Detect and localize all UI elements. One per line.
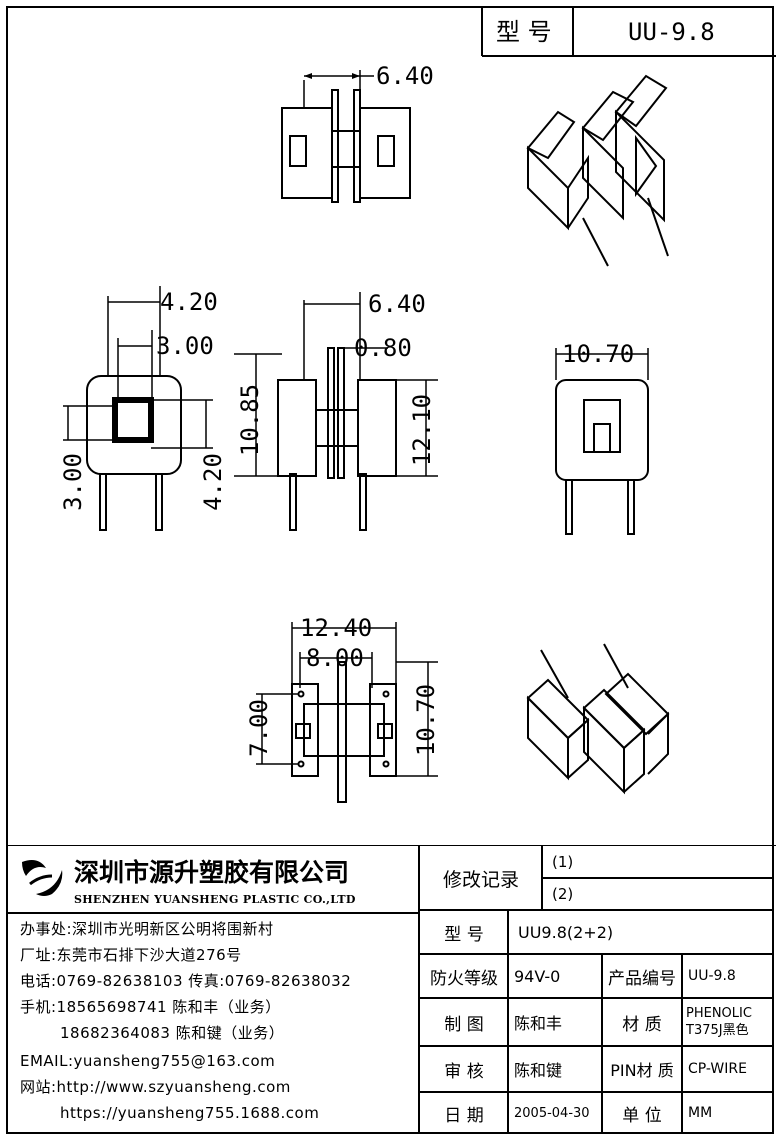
- pin-material-value: CP-WIRE: [688, 1061, 747, 1077]
- title-model-value: UU-9.8: [628, 18, 715, 46]
- model-value: UU9.8(2+2): [518, 922, 614, 942]
- dim-bottom-width-outer: 12.40: [300, 614, 373, 642]
- company-block: 深圳市源升塑胶有限公司 SHENZHEN YUANSHENG PLASTIC C…: [8, 846, 420, 1134]
- review-value: 陈和键: [514, 1061, 563, 1080]
- fire-rating-value: 94V-0: [514, 966, 561, 986]
- dim-side-height-left: 10.85: [236, 383, 265, 457]
- iso-view-bottom: [526, 643, 670, 795]
- title-block-frame: [481, 8, 776, 57]
- product-no-value: UU-9.8: [688, 968, 736, 984]
- material-value: PHENOLIC T375J黑色: [682, 998, 774, 1046]
- company-website: 网站:http://www.szyuansheng.com: [20, 1078, 291, 1096]
- date-value: 2005-04-30: [514, 1105, 590, 1121]
- end-view: [63, 286, 213, 531]
- company-divider: [8, 912, 418, 914]
- date-label: 日 期: [444, 1105, 484, 1126]
- company-website-2: https://yuansheng755.1688.com: [60, 1104, 320, 1122]
- bottom-view: [256, 622, 438, 803]
- dim-bottom-height-left: 7.00: [244, 699, 273, 757]
- model-label: 型 号: [444, 924, 484, 945]
- spec-table-grid: [420, 846, 774, 1134]
- dim-side-width: 6.40: [368, 290, 426, 318]
- dim-left-outer-width: 4.20: [160, 288, 218, 316]
- revision-1: (1): [552, 853, 574, 871]
- dim-left-inner-height: 3.00: [58, 453, 87, 511]
- revision-label: 修改记录: [442, 868, 519, 891]
- dim-left-inner-width: 3.00: [156, 332, 214, 360]
- material-value-line-2: T375J黑色: [686, 1023, 749, 1038]
- dim-left-outer-height: 4.20: [198, 453, 227, 511]
- pin-material-label: PIN材 质: [610, 1061, 674, 1080]
- front-view: [555, 348, 649, 535]
- fire-rating-label: 防火等级: [430, 968, 498, 989]
- iso-view-top: [526, 74, 669, 267]
- dim-bottom-width-inner: 8.00: [306, 644, 364, 672]
- side-view: [234, 292, 438, 531]
- technical-drawing: [8, 8, 776, 846]
- product-no-label: 产品编号: [608, 968, 676, 989]
- title-model-label: 型 号: [496, 18, 552, 46]
- drawing-sheet: 型 号 UU-9.8 6.40 4.20 3.00 3.00 4.20 6.40…: [6, 6, 776, 1134]
- dim-top-width: 6.40: [376, 62, 434, 90]
- dim-side-gap: 0.80: [354, 334, 412, 362]
- unit-value: MM: [688, 1105, 713, 1121]
- material-value-line-1: PHENOLIC: [686, 1006, 752, 1021]
- drawn-by-value: 陈和丰: [514, 1014, 563, 1033]
- company-factory: 厂址:东莞市石排下沙大道276号: [20, 946, 242, 964]
- unit-label: 单 位: [622, 1105, 662, 1126]
- drawn-by-label: 制 图: [444, 1014, 484, 1035]
- dim-side-height-right: 12.10: [408, 393, 437, 467]
- top-view: [281, 70, 411, 203]
- company-name-en: SHENZHEN YUANSHENG PLASTIC CO.,LTD: [74, 893, 356, 906]
- company-logo-icon: [22, 860, 63, 896]
- company-name-cn: 深圳市源升塑胶有限公司: [74, 858, 350, 887]
- revision-2: (2): [552, 885, 574, 903]
- dim-front-width: 10.70: [562, 340, 635, 368]
- spec-table: 修改记录 (1) (2) 型 号 UU9.8(2+2) 防火等级 94V-0 产…: [420, 846, 774, 1134]
- company-mobile-1: 手机:18565698741 陈和丰（业务）: [20, 998, 281, 1016]
- company-phone: 电话:0769-82638103 传真:0769-82638032: [20, 972, 352, 990]
- review-label: 审 核: [444, 1061, 484, 1082]
- company-mobile-2: 18682364083 陈和键（业务）: [60, 1024, 285, 1042]
- company-office: 办事处:深圳市光明新区公明将围新村: [20, 920, 274, 938]
- dim-bottom-height-right: 10.70: [412, 683, 441, 757]
- company-email: EMAIL:yuansheng755@163.com: [20, 1052, 276, 1070]
- material-label: 材 质: [622, 1014, 662, 1035]
